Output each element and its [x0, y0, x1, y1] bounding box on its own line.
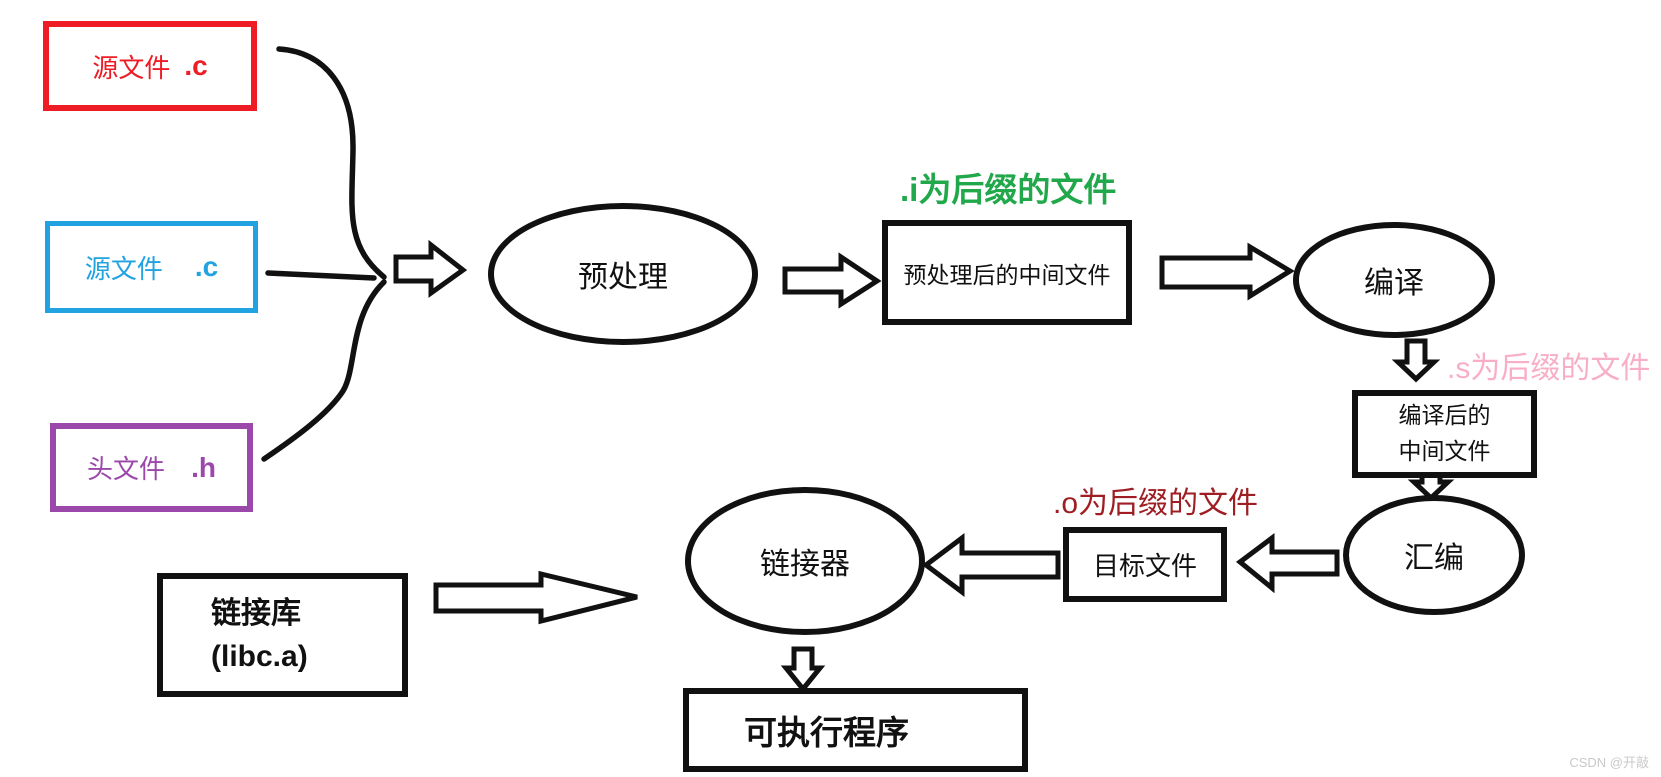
- header-file-h-box: 头文件 .h: [50, 423, 253, 512]
- o-suffix-annotation: .o为后缀的文件: [1053, 487, 1259, 520]
- compiled-file-label-line1: 编译后的: [1398, 402, 1491, 429]
- source-file-label: 源文件: [92, 52, 171, 83]
- i-suffix-annotation: .i为后缀的文件: [900, 171, 1117, 208]
- compile-label: 编译: [1364, 267, 1424, 300]
- arrow-library-to-linker: [433, 570, 638, 625]
- compile-stage-ellipse: 编译: [1293, 222, 1495, 338]
- arrow-preprocess-to-intermediate: [782, 252, 882, 309]
- object-file-label: 目标文件: [1092, 551, 1197, 581]
- header-file-label: 头文件: [87, 454, 166, 484]
- preprocess-stage-ellipse: 预处理: [488, 203, 758, 345]
- brace-curve-bottom: [261, 279, 387, 462]
- arrow-intermediate-to-compile: [1159, 242, 1295, 301]
- executable-program-box: 可执行程序: [683, 688, 1028, 772]
- arrow-object-to-linker: [921, 533, 1061, 597]
- compiled-file-label-line2: 中间文件: [1398, 438, 1491, 464]
- linker-label: 链接器: [760, 548, 850, 581]
- s-suffix-annotation: .s为后缀的文件: [1447, 352, 1651, 385]
- arrow-linker-to-executable: [780, 646, 826, 693]
- link-library-box: 链接库 (libc.a): [157, 573, 408, 697]
- libc-a-label: (libc.a): [211, 640, 308, 673]
- source-file-c-box-2: 源文件 .c: [45, 221, 258, 313]
- preprocessed-intermediate-file-box: 预处理后的中间文件: [882, 220, 1132, 325]
- arrow-compile-to-compiled-file: [1391, 338, 1441, 383]
- arrow-assemble-to-object: [1235, 533, 1340, 594]
- compiled-intermediate-file-box: 编译后的 中间文件: [1352, 390, 1537, 478]
- h-extension-label: .h: [191, 451, 216, 483]
- assemble-label: 汇编: [1404, 542, 1464, 575]
- brace-curve-top: [276, 46, 387, 280]
- arrow-sources-to-preprocess: [393, 239, 468, 298]
- c-extension-label: .c: [194, 251, 219, 282]
- preprocess-label: 预处理: [578, 261, 668, 294]
- link-library-label: 链接库: [211, 596, 301, 630]
- source-file-c-box-1: 源文件 .c: [43, 21, 257, 111]
- c-extension-label: .c: [184, 50, 208, 81]
- source-file-label: 源文件: [84, 253, 163, 284]
- linker-stage-ellipse: 链接器: [685, 487, 925, 635]
- preprocessed-file-label: 预处理后的中间文件: [903, 261, 1111, 288]
- csdn-watermark: CSDN @开敲: [1569, 755, 1649, 770]
- executable-label: 可执行程序: [744, 714, 909, 751]
- assemble-stage-ellipse: 汇编: [1343, 495, 1525, 615]
- brace-line-middle: [265, 270, 377, 281]
- object-file-box: 目标文件: [1063, 527, 1227, 602]
